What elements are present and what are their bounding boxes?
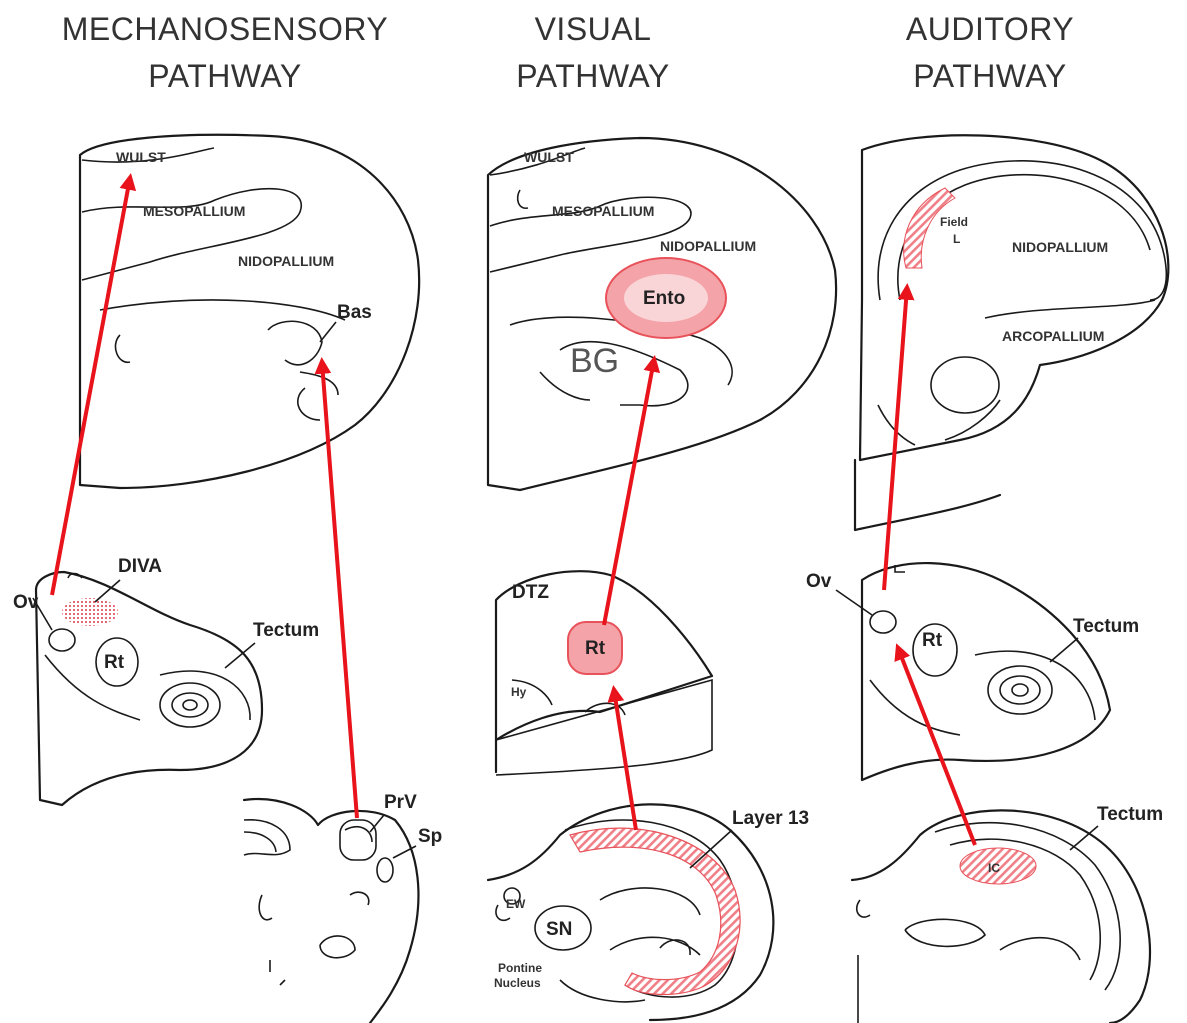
auditory-tectum-mid-leader (1050, 638, 1078, 662)
auditory-field-label-1: Field (940, 215, 968, 229)
auditory-thalamus-section (862, 563, 1110, 780)
visual-pontine-label-1: Pontine (498, 961, 542, 975)
mech-bas-label: Bas (337, 302, 372, 323)
mech-mesopallium-label: MESOPALLIUM (143, 203, 245, 219)
auditory-tectum-low-label: Tectum (1097, 804, 1163, 825)
mech-arrow-ov-to-wulst (52, 178, 130, 595)
mech-tectum-label: Tectum (253, 620, 319, 641)
svg-text:PATHWAY: PATHWAY (913, 58, 1066, 94)
mech-prv-label: PrV (384, 792, 417, 813)
visual-ento-label: Ento (643, 288, 685, 309)
mech-nidopallium-label: NIDOPALLIUM (238, 253, 334, 269)
svg-text:AUDITORY: AUDITORY (906, 11, 1074, 47)
visual-ew-label: EW (506, 897, 526, 911)
auditory-rt-label: Rt (922, 630, 943, 651)
svg-text:MECHANOSENSORY: MECHANOSENSORY (62, 11, 388, 47)
visual-sn-label: SN (546, 919, 572, 940)
visual-mesopallium-label: MESOPALLIUM (552, 203, 654, 219)
visual-bg-label: BG (570, 342, 619, 380)
auditory-ov-label: Ov (806, 571, 832, 592)
mech-arrow-prv-to-bas (322, 362, 357, 818)
auditory-midbrain-section (852, 810, 1150, 1023)
title-visual: VISUAL PATHWAY (516, 11, 669, 94)
svg-text:PATHWAY: PATHWAY (516, 58, 669, 94)
auditory-field-label-2: L (953, 232, 960, 246)
title-mechanosensory: MECHANOSENSORY PATHWAY (62, 11, 388, 94)
visual-hy-label: Hy (511, 685, 527, 699)
mech-diva-label: DIVA (118, 556, 162, 577)
auditory-tectum-mid-label: Tectum (1073, 616, 1139, 637)
visual-rt-label: Rt (585, 638, 606, 659)
mech-bas-leader (320, 322, 336, 342)
visual-pontine-label-2: Nucleus (494, 976, 541, 990)
visual-wulst-label: WULST (524, 149, 574, 165)
visual-nidopallium-label: NIDOPALLIUM (660, 238, 756, 254)
auditory-nidopallium-label: NIDOPALLIUM (1012, 239, 1108, 255)
mech-rt-label: Rt (104, 652, 125, 673)
auditory-arrow-ic-to-ov (898, 648, 975, 845)
visual-layer13-label: Layer 13 (732, 808, 809, 829)
auditory-arrow-ov-to-field-l (884, 288, 907, 590)
title-auditory: AUDITORY PATHWAY (906, 11, 1074, 94)
svg-text:VISUAL: VISUAL (535, 11, 652, 47)
mech-diva-region (62, 598, 118, 626)
auditory-ic-label: IC (988, 861, 1000, 875)
mech-wulst-label: WULST (116, 149, 166, 165)
auditory-ov-leader (836, 590, 872, 615)
mech-brainstem-section (244, 799, 418, 1023)
svg-text:PATHWAY: PATHWAY (148, 58, 301, 94)
visual-dtz-label: DTZ (512, 582, 549, 603)
mech-sp-label: Sp (418, 826, 442, 847)
auditory-arcopallium-label: ARCOPALLIUM (1002, 328, 1104, 344)
